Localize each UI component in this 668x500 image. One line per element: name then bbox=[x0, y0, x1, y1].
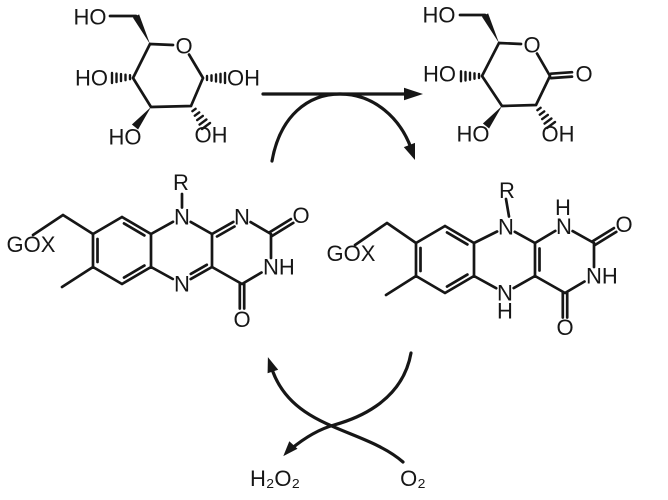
hashed-bond-c4-oh bbox=[110, 71, 132, 85]
hydroxymethyl-label: HO bbox=[74, 5, 107, 30]
n5-label: N bbox=[497, 281, 513, 306]
r-group-label: R bbox=[173, 170, 189, 195]
gluconolactone-structure: HO O O HO HO OH bbox=[423, 3, 593, 147]
c2-oxygen-label: O bbox=[292, 203, 309, 228]
r-group-label: R bbox=[499, 178, 515, 203]
hashed-bond-c2-oh bbox=[536, 106, 557, 130]
arrowhead-down-left bbox=[283, 441, 298, 457]
hashed-bond-c2-oh bbox=[191, 107, 212, 131]
carbonyl-oxygen-label: O bbox=[575, 62, 592, 87]
c3-oh-label: HO bbox=[109, 125, 142, 150]
flavin-reduction-arrow bbox=[270, 92, 415, 163]
hashed-bond-c4-oh bbox=[459, 70, 481, 83]
hydrogen-peroxide-label: H₂O₂ bbox=[250, 466, 300, 491]
c3-oh-label: HO bbox=[457, 122, 490, 147]
n10-label: N bbox=[174, 205, 190, 230]
hydroxymethyl-label: HO bbox=[423, 3, 456, 28]
flavin-oxidized-structure: R GOX N N O NH O N bbox=[7, 170, 310, 332]
oxygen-label: O₂ bbox=[400, 466, 426, 491]
c4-oh-label: HO bbox=[75, 66, 108, 91]
hashed-bond-anomeric-oh bbox=[205, 71, 227, 85]
flavin-ox-single-bonds bbox=[31, 192, 273, 289]
n1-hydrogen-label: H bbox=[555, 195, 571, 220]
peroxide-release-arrow bbox=[283, 351, 413, 457]
ring-oxygen-label: O bbox=[175, 34, 192, 59]
wedge-bond-ch2oh bbox=[132, 14, 150, 44]
c4-oxygen-label: O bbox=[556, 315, 573, 340]
n5-hydrogen-label: H bbox=[497, 299, 513, 324]
arrowhead-down-right bbox=[403, 142, 415, 160]
n5-label: N bbox=[174, 272, 190, 297]
c4-oh-label: HO bbox=[423, 62, 456, 87]
wedge-bond-c3-oh bbox=[482, 106, 502, 129]
anomeric-oh-label: OH bbox=[227, 66, 260, 91]
flavin-ox-double-bonds bbox=[96, 217, 295, 310]
arrowhead-up bbox=[267, 357, 279, 374]
c2-oh-label: OH bbox=[542, 122, 575, 147]
n10-label: N bbox=[498, 215, 514, 240]
lactone-carbonyl-double-bond bbox=[549, 70, 574, 80]
glucose-bonds bbox=[108, 14, 205, 109]
glucose-structure: HO O OH HO HO OH bbox=[74, 5, 261, 150]
wedge-bond-ch2oh bbox=[481, 13, 499, 43]
arrowhead-right bbox=[404, 87, 423, 101]
n1-label: N bbox=[234, 205, 250, 230]
c2-oh-label: OH bbox=[195, 123, 228, 148]
lactone-bonds bbox=[458, 13, 552, 108]
c4-oxygen-label: O bbox=[233, 307, 250, 332]
small-molecules: H₂O₂ O₂ bbox=[250, 466, 426, 491]
flavin-red-single-bonds bbox=[353, 197, 596, 297]
ring-oxygen-label: O bbox=[523, 33, 540, 58]
n3h-label: NH bbox=[263, 255, 295, 280]
flavin-reduced-structure: R GOX N H N O NH O N H bbox=[327, 178, 633, 340]
c2-oxygen-label: O bbox=[615, 212, 632, 237]
n1-label: N bbox=[556, 214, 572, 239]
flavin-red-double-bonds bbox=[419, 226, 618, 319]
wedge-bond-c3-oh bbox=[131, 107, 151, 130]
n3h-label: NH bbox=[586, 264, 618, 289]
enzyme-gox-label: GOX bbox=[7, 232, 56, 257]
enzyme-gox-label: GOX bbox=[327, 241, 376, 266]
